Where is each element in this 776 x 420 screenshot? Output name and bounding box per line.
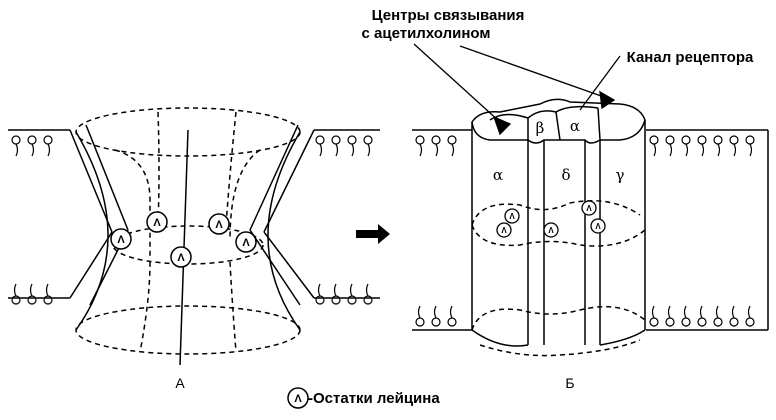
legend-text: -Остатки лейцина — [308, 390, 440, 407]
panel-a-closed-channel — [8, 107, 380, 366]
leucine-residue-marker: Λ — [208, 213, 230, 235]
legend-marker — [287, 387, 309, 409]
legend: Λ -Остатки лейцина — [287, 387, 440, 409]
subunit-label-top-alpha: α — [570, 117, 580, 135]
receptor-cylinder — [471, 120, 646, 347]
membrane-right-b — [646, 129, 769, 331]
leucine-symbol: Λ — [177, 252, 185, 264]
leucine-symbol: Λ — [501, 226, 507, 235]
leucine-residue-marker: Λ — [496, 222, 512, 238]
panel-a-label: А — [175, 375, 185, 391]
leucine-residue-marker: Λ — [581, 200, 597, 216]
leucine-symbol: Λ — [215, 219, 223, 231]
lipid-heads-a — [11, 135, 373, 305]
subunit-label-alpha: α — [493, 166, 503, 184]
subunit-label-gamma: γ — [616, 166, 625, 184]
binding-site-arrowhead-2 — [599, 90, 616, 110]
leucine-residue-marker: Λ — [170, 246, 192, 268]
panel-b-open-channel — [412, 98, 769, 357]
leucine-markers-b: Λ Λ Λ Λ Λ — [496, 200, 606, 238]
membrane-left-b — [412, 129, 472, 331]
leucine-residue-marker: Λ — [543, 222, 559, 238]
receptor-top-cap — [471, 98, 646, 144]
leucine-residue-marker: Λ — [504, 208, 520, 224]
binding-sites-label-line2: с ацетилхолином — [362, 25, 491, 42]
leucine-residue-marker: Λ — [146, 211, 168, 233]
leucine-residue-marker: Λ — [590, 218, 606, 234]
subunit-labels: β α α δ γ — [493, 117, 625, 184]
channel-dashed-rings-b — [471, 200, 646, 357]
leucine-symbol: Λ — [595, 222, 601, 231]
annotation-pointers — [413, 43, 621, 136]
subunit-label-delta: δ — [561, 166, 570, 184]
channel-pointer — [579, 55, 621, 111]
leucine-symbol: Λ — [548, 226, 554, 235]
transition-arrow — [356, 224, 390, 244]
leucine-residue-marker: Λ — [110, 228, 132, 250]
leucine-symbol: Λ — [586, 204, 592, 213]
leucine-residue-marker: Λ — [235, 231, 257, 253]
subunit-label-top-beta: β — [536, 119, 545, 137]
receptor-channel-label: Канал рецептора — [627, 49, 754, 66]
binding-sites-label-line1: Центры связывания — [372, 7, 525, 24]
leucine-symbol: Λ — [242, 237, 250, 249]
binding-site-arrowhead-1 — [492, 115, 512, 136]
lipid-heads-b — [415, 135, 755, 327]
membrane-left-a — [8, 124, 129, 306]
membrane-right-a — [249, 124, 380, 306]
panel-b-label: Б — [565, 375, 574, 391]
leucine-symbol: Λ — [153, 217, 161, 229]
leucine-markers-a: Λ Λ Λ Λ Λ — [110, 211, 257, 268]
binding-site-pointer-1 — [413, 43, 501, 123]
leucine-symbol: Λ — [117, 234, 125, 246]
binding-site-pointer-2 — [459, 45, 605, 98]
legend-symbol: Λ — [294, 393, 302, 405]
leucine-symbol: Λ — [509, 212, 515, 221]
